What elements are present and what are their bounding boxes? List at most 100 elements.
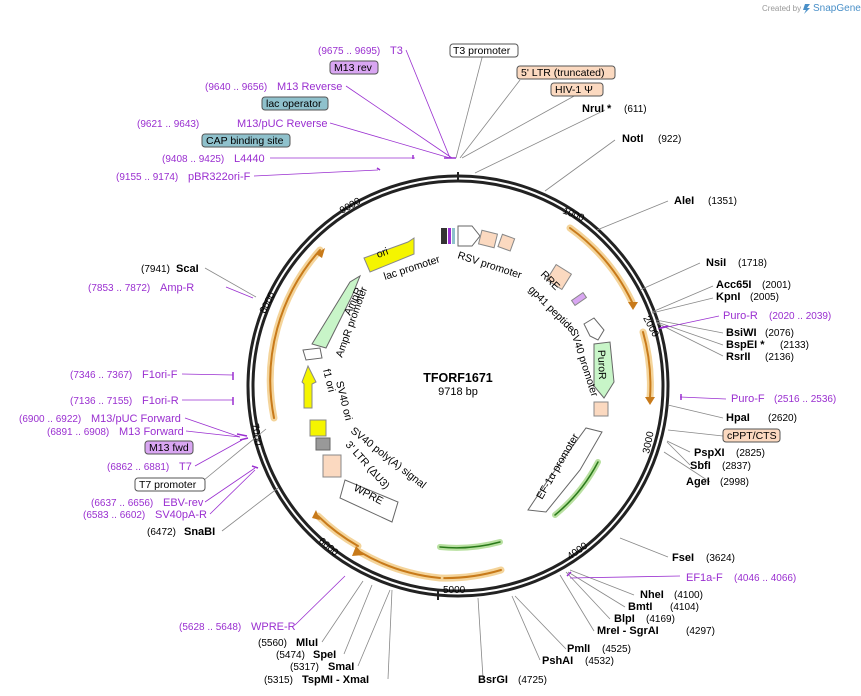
site-smai: SmaI: [328, 661, 354, 673]
site-pshai: PshAI: [542, 655, 573, 667]
site-tspmi-xmai-pos: (5315): [264, 675, 293, 686]
primer-f1ori-f-pos: (7346 .. 7367): [70, 370, 132, 381]
primer-amp-r: Amp-R: [160, 282, 194, 294]
site-mrei-sgrai-pos: (4297): [686, 626, 715, 637]
ori-label: ori: [375, 246, 390, 261]
site-alei: AleI: [674, 195, 694, 207]
primer-puro-r: Puro-R: [723, 310, 758, 322]
primer-pbr322ori-f-pos: (9155 .. 9174): [116, 172, 178, 183]
t7-promoter-box: T7 promoter: [139, 479, 197, 491]
site-mlui: MluI: [296, 637, 318, 649]
primer-wpre-r-pos: (5628 .. 5648): [179, 622, 241, 633]
primer-t3-pos: (9675 .. 9695): [318, 46, 380, 57]
primer-marks: [232, 155, 682, 577]
primer-t7: T7: [179, 461, 192, 473]
primer-ef1a-f: EF1a-F: [686, 572, 723, 584]
primer-m13puc-reverse: M13/pUC Reverse: [237, 118, 327, 130]
snapgene-brand: SnapGene: [813, 3, 861, 14]
site-hpai-pos: (2620): [768, 413, 797, 424]
primer-t3: T3: [390, 45, 403, 57]
site-spei: SpeI: [313, 649, 336, 661]
ticks: [437, 172, 459, 600]
primer-m13puc-forward: M13/pUC Forward: [91, 413, 181, 425]
site-nhei: NheI: [640, 589, 664, 601]
created-by-label: Created by: [762, 4, 801, 13]
site-sbfi-pos: (2837): [722, 461, 751, 472]
t3-promoter-box: T3 promoter: [453, 45, 511, 57]
site-bmti-pos: (4104): [670, 602, 699, 613]
site-pmli: PmlI: [567, 643, 590, 655]
primer-sv40pa-r-pos: (6583 .. 6602): [83, 510, 145, 521]
site-snabi-pos: (6472): [147, 527, 176, 538]
site-pspxi: PspXI: [694, 447, 725, 459]
site-tspmi-xmai: TspMI - XmaI: [302, 674, 369, 686]
site-scai: ScaI: [176, 263, 199, 275]
site-nrui-pos: (611): [624, 104, 647, 115]
site-bmti: BmtI: [628, 601, 652, 613]
restriction-sites: NruI * (611) NotI (922) AleI (1351) NsiI…: [141, 103, 809, 686]
primer-l4440: L4440: [234, 153, 265, 165]
tick-1000: 1000: [561, 206, 586, 225]
site-smai-pos: (5317): [290, 662, 319, 673]
site-nrui: NruI *: [582, 103, 612, 115]
primer-f1ori-r-pos: (7136 .. 7155): [70, 396, 132, 407]
site-bsrgi-pos: (4725): [518, 675, 547, 686]
tick-5000: 5000: [443, 585, 466, 596]
site-agei-pos: (2998): [720, 477, 749, 488]
snapgene-logo-icon: [803, 4, 810, 14]
site-hpai: HpaI: [726, 412, 750, 424]
leader-lines: [197, 49, 724, 680]
tick-6000: 6000: [316, 536, 340, 559]
ori-arrow: [363, 237, 415, 273]
site-nsii-pos: (1718): [738, 258, 767, 269]
tick-7000: 7000: [249, 423, 263, 447]
site-fsei-pos: (3624): [706, 553, 735, 564]
primer-puro-f: Puro-F: [731, 393, 765, 405]
primer-m13puc-forward-pos: (6900 .. 6922): [19, 414, 81, 425]
site-mlui-pos: (5560): [258, 638, 287, 649]
cppt-cts-box: cPPT/CTS: [727, 430, 777, 442]
m13-fwd-box: M13 fwd: [149, 442, 189, 454]
site-snabi: SnaBI: [184, 526, 215, 538]
primer-ef1a-f-pos: (4046 .. 4066): [734, 573, 796, 584]
primer-labels: T3 (9675 .. 9695) M13 Reverse (9640 .. 9…: [19, 45, 836, 633]
green-orf-arcs: [437, 459, 601, 551]
site-alei-pos: (1351): [708, 196, 737, 207]
inner-features: ori: [301, 225, 615, 523]
site-kpni: KpnI: [716, 291, 740, 303]
site-acc65i-pos: (2001): [762, 280, 791, 291]
site-rsrii: RsrII: [726, 351, 750, 363]
primer-m13puc-reverse-pos: (9621 .. 9643): [137, 119, 199, 130]
hiv-psi-box: HIV-1 Ψ: [555, 84, 593, 96]
primer-f1ori-r: F1ori-R: [142, 395, 179, 407]
primer-amp-r-pos: (7853 .. 7872): [88, 283, 150, 294]
site-agei: AgeI: [686, 476, 710, 488]
tick-9000: 9000: [338, 196, 363, 217]
lac-operator-box: lac operator: [266, 98, 322, 110]
primer-m13-forward-pos: (6891 .. 6908): [47, 427, 109, 438]
plasmid-size: 9718 bp: [438, 386, 478, 398]
primer-puro-r-pos: (2020 .. 2039): [769, 311, 831, 322]
primer-m13-reverse: M13 Reverse: [277, 81, 342, 93]
site-mrei-sgrai: MreI - SgrAI: [597, 625, 659, 637]
primer-l4440-pos: (9408 .. 9425): [162, 154, 224, 165]
site-bspei: BspEI *: [726, 339, 765, 351]
primer-pbr322ori-f: pBR322ori-F: [188, 171, 251, 183]
site-bsiwi-pos: (2076): [765, 328, 794, 339]
primer-sv40pa-r: SV40pA-R: [155, 509, 207, 521]
tick-3000: 3000: [641, 430, 656, 454]
site-nhei-pos: (4100): [674, 590, 703, 601]
site-bsrgi: BsrGI: [478, 674, 508, 686]
site-noti-pos: (922): [658, 134, 681, 145]
orf-arrows: [266, 224, 654, 582]
site-fsei: FseI: [672, 552, 694, 564]
primer-ebv-rev-pos: (6637 .. 6656): [91, 498, 153, 509]
primer-ebv-rev: EBV-rev: [163, 497, 204, 509]
primer-t7-pos: (6862 .. 6881): [107, 462, 169, 473]
primer-m13-reverse-pos: (9640 .. 9656): [205, 82, 267, 93]
rsv-promoter-label: RSV promoter: [456, 249, 523, 281]
site-kpni-pos: (2005): [750, 292, 779, 303]
primer-leader-lines: [181, 49, 727, 626]
primer-m13-forward: M13 Forward: [119, 426, 184, 438]
